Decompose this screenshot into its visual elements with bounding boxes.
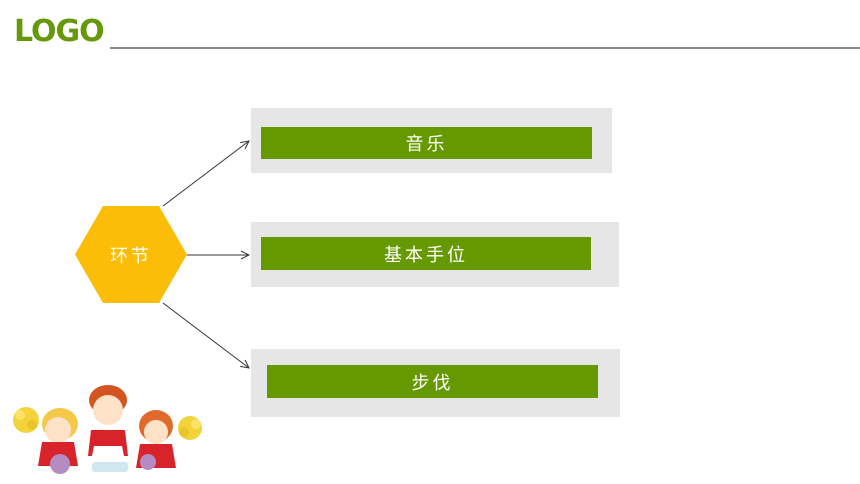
arrow-icon	[162, 141, 249, 207]
logo: LOGO	[14, 14, 105, 49]
cheerleader-kids-illustration	[13, 385, 202, 474]
item-label: 步伐	[411, 372, 454, 394]
center-label: 环节	[110, 245, 152, 267]
item-bar: 步伐	[267, 365, 598, 398]
item-label: 基本手位	[384, 244, 468, 266]
item-bar: 基本手位	[261, 237, 591, 270]
item-bar: 音乐	[261, 127, 592, 159]
item-label: 音乐	[405, 134, 448, 155]
header-divider	[110, 47, 860, 49]
arrow-icon	[162, 302, 249, 368]
